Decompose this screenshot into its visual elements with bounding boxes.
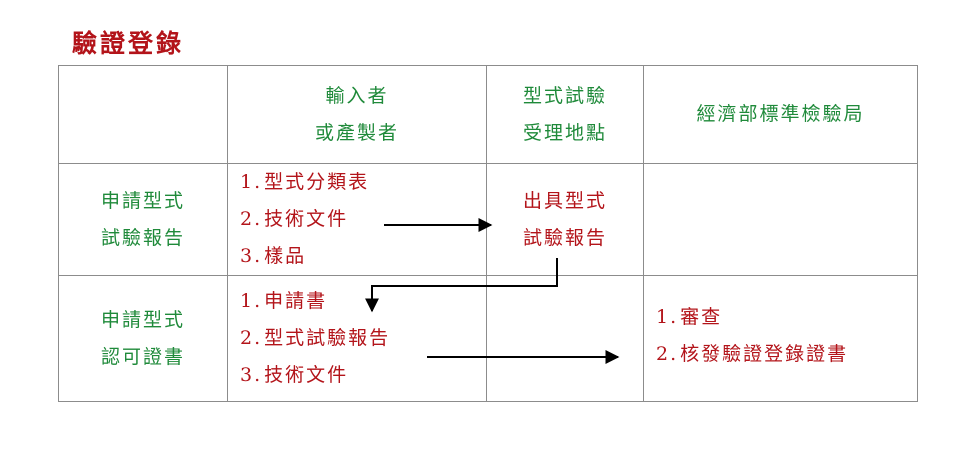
input-list: 1.型式分類表 2.技術文件 3.樣品	[228, 164, 486, 275]
row-label-line-2: 試驗報告	[100, 226, 185, 249]
input-list-cell: 1.型式分類表 2.技術文件 3.樣品	[227, 163, 487, 276]
header-applicant-line-1: 輸入者	[325, 84, 389, 107]
header-bsmi-label: 經濟部標準檢驗局	[696, 103, 865, 125]
row-label-cell: 申請型式 認可證書	[58, 275, 228, 402]
list-item: 2.技術文件	[240, 208, 349, 230]
process-table: 輸入者 或產製者 型式試驗 受理地點 經濟部標準檢驗局 申請型式 試驗報告 1.…	[58, 65, 918, 402]
header-applicant-line-2: 或產製者	[314, 121, 399, 144]
bsmi-action-cell: 1.審查 2.核發驗證登錄證書	[643, 275, 918, 402]
header-bsmi-cell: 經濟部標準檢驗局	[643, 65, 918, 164]
row-certificate: 申請型式 認可證書 1.申請書 2.型式試驗報告 3.技術文件 1.審查 2.核…	[58, 275, 918, 402]
row-label-cell: 申請型式 試驗報告	[58, 163, 228, 276]
bsmi-action-list: 1.審查 2.核發驗證登錄證書	[644, 276, 917, 373]
list-item: 1.型式分類表	[240, 171, 370, 193]
list-item: 2.型式試驗報告	[240, 327, 391, 349]
lab-output-line-2: 試驗報告	[522, 226, 607, 249]
header-empty-cell	[58, 65, 228, 164]
input-list-cell: 1.申請書 2.型式試驗報告 3.技術文件	[227, 275, 487, 402]
row-label-line-1: 申請型式	[100, 308, 185, 331]
header-applicant-cell: 輸入者 或產製者	[227, 65, 487, 164]
row-label-line-1: 申請型式	[100, 189, 185, 212]
page-title: 驗證登錄	[72, 29, 185, 58]
list-item: 2.核發驗證登錄證書	[656, 343, 849, 365]
row-test-report: 申請型式 試驗報告 1.型式分類表 2.技術文件 3.樣品 出具型式 試驗報告	[58, 163, 918, 276]
empty-lab-cell	[486, 275, 644, 402]
row-label-line-2: 認可證書	[100, 345, 185, 368]
lab-output-cell: 出具型式 試驗報告	[486, 163, 644, 276]
list-item: 3.樣品	[240, 245, 307, 267]
lab-output-line-1: 出具型式	[522, 189, 607, 212]
input-list: 1.申請書 2.型式試驗報告 3.技術文件	[228, 283, 486, 394]
list-item: 1.申請書	[240, 290, 328, 312]
list-item: 3.技術文件	[240, 364, 349, 386]
header-row: 輸入者 或產製者 型式試驗 受理地點 經濟部標準檢驗局	[58, 65, 918, 164]
header-lab-cell: 型式試驗 受理地點	[486, 65, 644, 164]
empty-bsmi-cell	[643, 163, 918, 276]
list-item: 1.審查	[656, 306, 723, 328]
header-lab-line-1: 型式試驗	[522, 84, 607, 107]
header-lab-line-2: 受理地點	[522, 121, 607, 144]
